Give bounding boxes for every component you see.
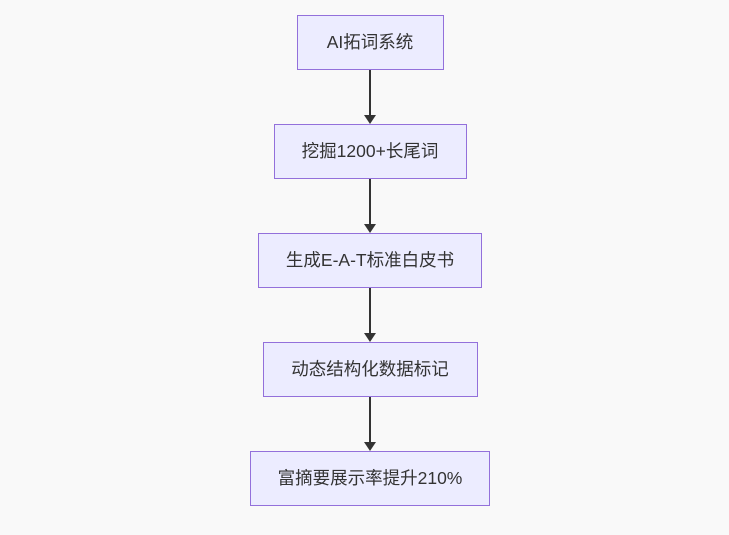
edge-line [369,179,371,224]
flow-node-label: 生成E-A-T标准白皮书 [285,249,455,270]
flow-node-rich-snippet-rate-increase: 富摘要展示率提升210% [249,451,491,506]
arrowhead-down-icon [364,442,376,451]
flow-node-ai-word-expansion-system: AI拓词系统 [296,15,444,70]
flow-node-label: 动态结构化数据标记 [291,358,449,379]
arrowhead-down-icon [364,115,376,124]
edge-line [369,288,371,333]
edge-line [369,397,371,442]
flow-node-label: 富摘要展示率提升210% [277,467,463,488]
flow-node-label: 挖掘1200+长尾词 [301,140,439,161]
edge-line [369,70,371,115]
flow-edge-4-to-5 [364,397,376,451]
flow-edge-2-to-3 [364,179,376,233]
flow-node-dynamic-structured-data-markup: 动态结构化数据标记 [262,342,478,397]
flow-node-generate-eat-whitepaper: 生成E-A-T标准白皮书 [257,233,483,288]
flow-node-label: AI拓词系统 [326,31,414,52]
flow-node-mine-longtail-keywords: 挖掘1200+长尾词 [273,124,467,179]
flow-edge-3-to-4 [364,288,376,342]
flowchart-column: AI拓词系统 挖掘1200+长尾词 生成E-A-T标准白皮书 动态结构化数据标记 [0,15,729,506]
arrowhead-down-icon [364,333,376,342]
flow-edge-1-to-2 [364,70,376,124]
arrowhead-down-icon [364,224,376,233]
